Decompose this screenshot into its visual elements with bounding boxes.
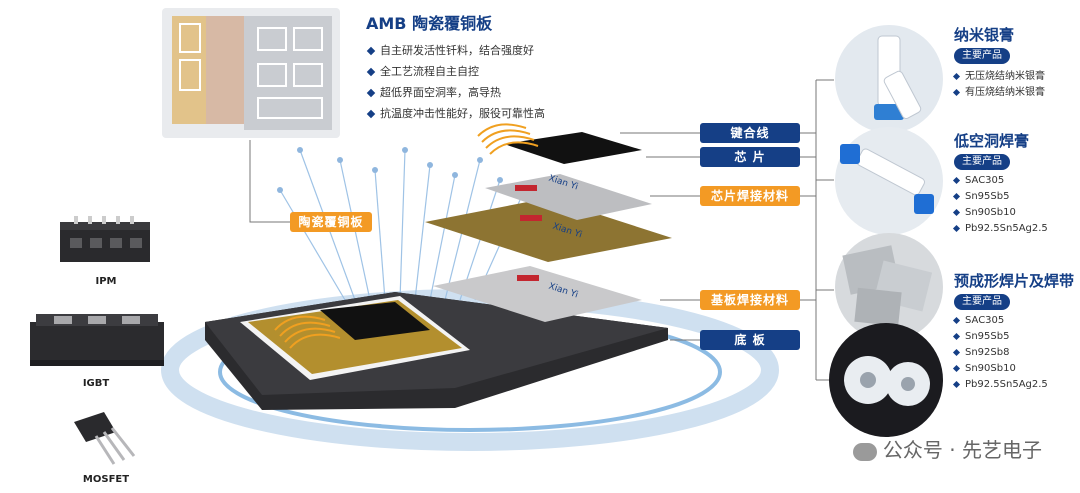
product-item: 有压烧结纳米银膏 (954, 86, 1045, 102)
main-products-tag: 主要产品 (954, 48, 1010, 64)
nano-silver-paste-image (835, 25, 943, 133)
product-item: Sn92Sb8 (954, 346, 1048, 362)
amb-feature-item: 超低界面空洞率，高导热 (368, 86, 545, 107)
preform-list: SAC305 Sn95Sb5 Sn92Sb8 Sn90Sb10 Pb92.5Sn… (954, 314, 1048, 394)
watermark-text: 公众号 · 先艺电子 (882, 438, 1042, 462)
assembled-wires (274, 315, 341, 349)
amb-title: AMB 陶瓷覆铜板 (366, 14, 493, 33)
product-item: Pb92.5Sn5Ag2.5 (954, 378, 1048, 394)
product-item: Sn95Sb5 (954, 190, 1048, 206)
product-item: Sn90Sb10 (954, 362, 1048, 378)
low-void-list: SAC305 Sn95Sb5 Sn90Sb10 Pb92.5Sn5Ag2.5 (954, 174, 1048, 238)
amb-feature-item: 自主研发活性钎料，结合强度好 (368, 44, 545, 65)
ceramic-copper-layer (425, 198, 672, 262)
chip-layer (504, 132, 642, 164)
watermark: 公众号 · 先艺电子 (852, 434, 1042, 463)
label-substrate-solder: 基板焊接材料 (700, 290, 800, 310)
mosfet-image (74, 412, 136, 465)
wechat-icon (852, 442, 877, 461)
product-title-low-void: 低空洞焊膏 (954, 132, 1030, 150)
low-void-paste-image (835, 127, 943, 235)
product-item: Sn90Sb10 (954, 206, 1048, 222)
product-item: Sn95Sb5 (954, 330, 1048, 346)
product-item: 无压烧结纳米银膏 (954, 70, 1045, 86)
amb-feature-item: 全工艺流程自主自控 (368, 65, 545, 86)
product-item: Pb92.5Sn5Ag2.5 (954, 222, 1048, 238)
product-title-preform: 预成形焊片及焊带 (954, 272, 1075, 290)
main-products-tag: 主要产品 (954, 294, 1010, 310)
label-base-plate: 底 板 (700, 330, 800, 350)
product-item: SAC305 (954, 174, 1048, 190)
ipm-module-image (60, 216, 150, 262)
main-products-tag: 主要产品 (954, 154, 1010, 170)
nano-silver-list: 无压烧结纳米银膏 有压烧结纳米银膏 (954, 70, 1045, 102)
ray-dots (277, 147, 503, 193)
label-ceramic-copper-board: 陶瓷覆铜板 (290, 212, 372, 232)
label-bonding-wire: 键合线 (700, 123, 800, 143)
substrate-solder-layer (433, 266, 642, 322)
device-label-ipm: IPM (95, 276, 117, 287)
solder-ribbon-image (829, 323, 943, 437)
connector-lines (249, 79, 834, 381)
igbt-module-image (30, 314, 164, 366)
label-chip-solder: 芯片焊接材料 (700, 186, 800, 206)
assembled-chip (320, 302, 430, 340)
swirl-ring-outer (161, 289, 779, 451)
amb-board-image (162, 8, 340, 138)
brand-mark-icon (515, 185, 542, 281)
label-chip: 芯 片 (700, 147, 800, 167)
product-title-nano-silver: 纳米银膏 (954, 26, 1015, 44)
product-item: SAC305 (954, 314, 1048, 330)
amb-feature-list: 自主研发活性钎料，结合强度好 全工艺流程自主自控 超低界面空洞率，高导热 抗温度… (368, 44, 545, 128)
device-label-igbt: IGBT (82, 378, 110, 389)
preform-sheet-image (835, 233, 943, 341)
device-label-mosfet: MOSFET (82, 474, 130, 485)
amb-feature-item: 抗温度冲击性能好，服役可靠性高 (368, 107, 545, 128)
